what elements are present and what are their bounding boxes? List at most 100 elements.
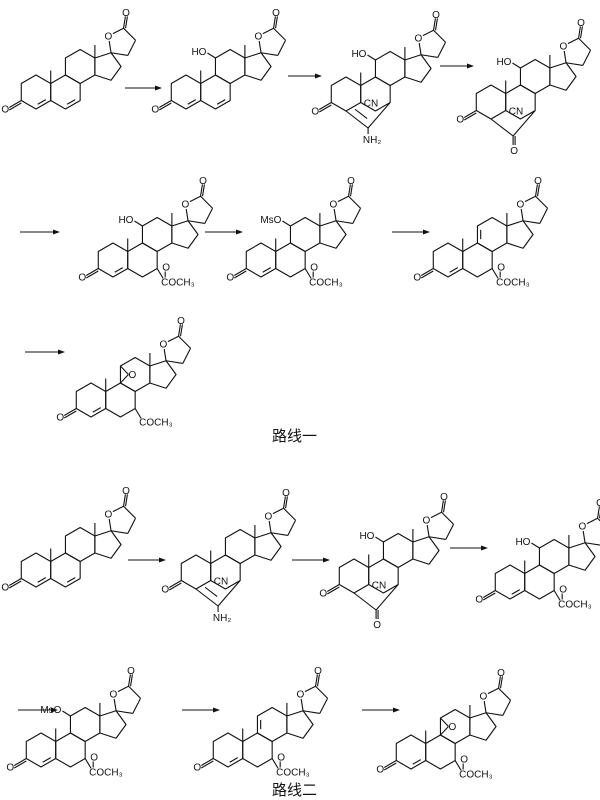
ring-c	[141, 216, 173, 253]
ester-bond	[491, 268, 499, 279]
ring-d	[412, 536, 440, 565]
ketone-bond	[14, 758, 27, 766]
amine-group: NH₂	[363, 135, 381, 146]
lactone-bond	[258, 40, 262, 53]
substituent-c11: HO	[351, 49, 366, 60]
ketone-oxygen: O	[1, 105, 9, 116]
carbonyl-bond	[579, 26, 583, 39]
lactone-bond	[268, 520, 272, 533]
double-bond-4-5	[511, 589, 521, 595]
ring-d	[94, 52, 122, 81]
lactone-bond	[277, 40, 287, 56]
arrow-head	[315, 73, 322, 79]
lactone-bond	[163, 348, 167, 361]
substituent-c11: HO	[118, 215, 133, 226]
ketone-bond	[64, 408, 77, 416]
lactone-bond	[582, 530, 586, 543]
ester-group: COCH₃	[89, 768, 123, 779]
reaction-arrow-10	[450, 545, 488, 551]
ketone-oxygen: O	[226, 273, 234, 284]
ester-group: COCH₃	[558, 600, 592, 611]
lactone-bond	[270, 532, 288, 536]
carbonyl-bond	[129, 674, 133, 687]
ester-carbonyl-oxygen: O	[277, 753, 285, 764]
lactone-bond	[578, 37, 591, 51]
ring-a	[330, 76, 362, 112]
molecule-1: OOO	[1, 8, 137, 116]
lactone-bond	[437, 42, 447, 58]
lactone-bond	[273, 27, 286, 41]
lactone-ring-oxygen: O	[517, 199, 525, 210]
carbonyl-bond	[434, 18, 438, 31]
lactone-bond	[204, 208, 214, 224]
carbonyl-bond	[122, 16, 126, 29]
ester-carbonyl-oxygen: O	[497, 263, 505, 274]
lactone-carbonyl-oxygen: O	[432, 10, 440, 21]
lactone-bond	[123, 27, 136, 41]
reaction-arrow-3	[440, 63, 474, 69]
ring-a	[20, 552, 52, 588]
substituent-bond-c11	[531, 542, 540, 549]
lactone-bond	[483, 700, 487, 713]
ring-b	[105, 382, 136, 418]
lactone-bond	[337, 195, 349, 203]
lactone-bond	[426, 524, 430, 537]
lactone-bond	[127, 518, 137, 534]
carbonyl-bond	[314, 674, 318, 687]
arrow-head	[467, 63, 474, 69]
substituent-bond-c11	[62, 710, 71, 717]
double-bond-4-5	[37, 99, 47, 105]
epoxide-oxygen: O	[449, 722, 457, 733]
ring-c	[538, 538, 570, 575]
ketone-bond	[464, 110, 477, 118]
ketone-bond	[319, 102, 332, 110]
ring-b	[55, 732, 86, 768]
double-bond-4-5	[92, 407, 102, 413]
lactone-bond	[333, 208, 337, 221]
ester-group: COCH₃	[496, 278, 530, 289]
ketone-bond	[9, 102, 22, 111]
substituent-c11: HO	[496, 57, 511, 68]
lactone-carbonyl-oxygen: O	[127, 666, 135, 677]
lactone-bond	[352, 208, 362, 224]
lactone-bond	[428, 536, 446, 540]
double-bond-4-5	[37, 577, 47, 583]
carbonyl-bond	[534, 184, 538, 197]
lactone-bond	[128, 685, 141, 699]
lactone-ring-oxygen: O	[480, 691, 488, 702]
ring-b	[462, 242, 493, 278]
substituent-c11: MsO	[260, 215, 281, 226]
ketone-bond	[421, 270, 434, 279]
ketone-oxygen: O	[1, 583, 9, 594]
ester-bond	[271, 758, 279, 769]
lactone-bond	[335, 220, 353, 224]
reaction-arrow-7	[25, 349, 65, 355]
ketone-bond	[14, 760, 27, 769]
ester-bond	[454, 760, 462, 771]
lactone-carbonyl-oxygen: O	[440, 492, 448, 503]
carbonyl-bond	[596, 506, 600, 519]
ketone-oxygen: O	[475, 595, 483, 606]
ketone-bond	[9, 580, 22, 589]
epoxide-bond	[120, 374, 129, 384]
reaction-arrow-11	[18, 707, 58, 713]
lactone-carbonyl-oxygen: O	[122, 486, 130, 497]
lactone-bond	[567, 37, 579, 45]
ketone-oxygen: O	[78, 273, 86, 284]
ring-b	[200, 74, 231, 110]
ester-carbonyl-oxygen: O	[162, 263, 170, 274]
ring-c	[374, 50, 406, 87]
ketone-oxygen: O	[161, 585, 169, 596]
ring-d	[506, 220, 534, 249]
lactone-carbonyl-oxygen: O	[347, 176, 355, 187]
ketone-bond	[384, 760, 397, 768]
ring-a	[475, 84, 507, 120]
lactone-carbonyl-oxygen: O	[282, 488, 290, 499]
